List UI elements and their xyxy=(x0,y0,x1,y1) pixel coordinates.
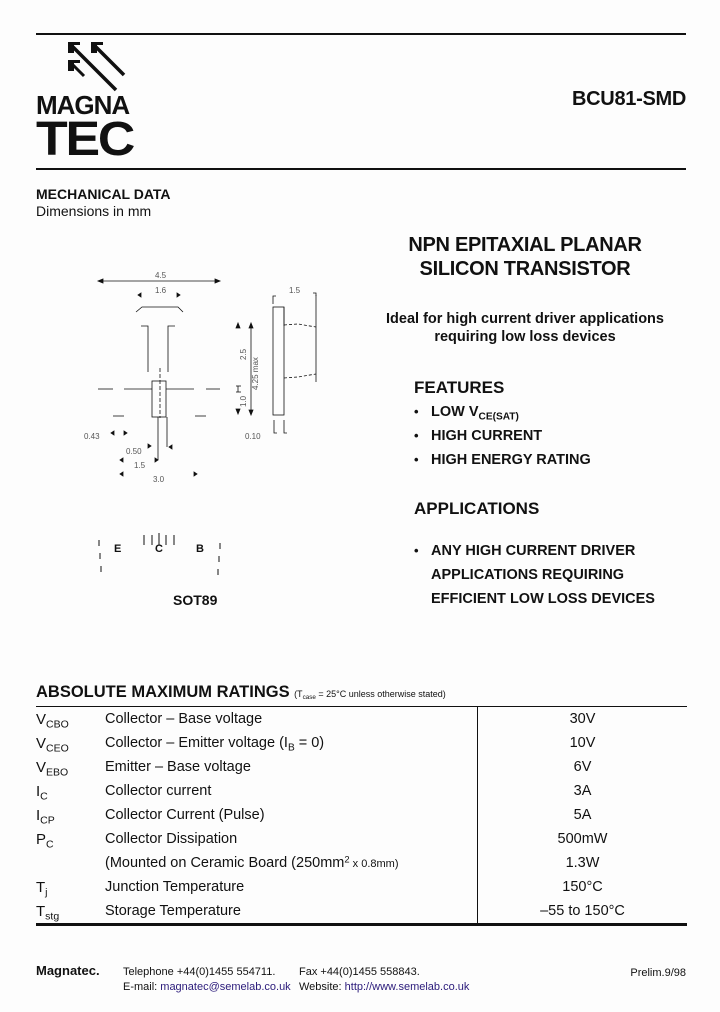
feature-item: LOW VCE(SAT) xyxy=(414,400,591,424)
svg-text:1.0: 1.0 xyxy=(239,395,248,407)
ratings-condition: (Tcase = 25°C unless otherwise stated) xyxy=(294,689,446,702)
magnatec-logo: MAGNA TEC xyxy=(36,40,156,166)
svg-text:0.43: 0.43 xyxy=(84,432,100,441)
package-dimension-drawing: 4.5 1.6 1.5 0.43 0.50 1.5 3.0 0.10 2.5 4… xyxy=(84,271,317,484)
application-line: EFFICIENT LOW LOSS DEVICES xyxy=(431,591,655,607)
logo-tec-text: TEC xyxy=(36,113,135,166)
website-link[interactable]: http://www.semelab.co.uk xyxy=(344,981,470,993)
svg-text:1.6: 1.6 xyxy=(155,286,167,295)
product-description-line2: requiring low loss devices xyxy=(434,329,616,345)
logo-arrows-icon xyxy=(68,42,126,92)
mechanical-heading: MECHANICAL DATA xyxy=(36,186,171,202)
email-link[interactable]: magnatec@semelab.co.uk xyxy=(160,981,291,993)
pinout-drawing xyxy=(98,533,221,575)
footer-telephone: Telephone +44(0)1455 554711. xyxy=(123,966,276,978)
svg-text:2.5: 2.5 xyxy=(239,348,248,360)
svg-text:0.10: 0.10 xyxy=(245,432,261,441)
pin-label-emitter: E xyxy=(114,543,122,555)
part-number: BCU81-SMD xyxy=(572,88,686,110)
applications-heading: APPLICATIONS xyxy=(414,499,540,518)
application-line: ANY HIGH CURRENT DRIVER xyxy=(414,539,655,563)
features-heading: FEATURES xyxy=(414,378,505,397)
header-bottom-rule xyxy=(36,168,686,170)
package-name: SOT89 xyxy=(173,592,218,608)
pin-label-collector: C xyxy=(155,543,163,555)
features-list: LOW VCE(SAT) HIGH CURRENT HIGH ENERGY RA… xyxy=(414,400,591,472)
footer-website: Website: http://www.semelab.co.uk xyxy=(299,981,470,993)
feature-item: HIGH ENERGY RATING xyxy=(414,448,591,472)
footer-revision: Prelim.9/98 xyxy=(630,967,686,979)
product-description: Ideal for high current driver applicatio… xyxy=(360,310,690,346)
mechanical-subheading: Dimensions in mm xyxy=(36,203,152,219)
product-title: NPN EPITAXIAL PLANAR SILICON TRANSISTOR xyxy=(370,233,680,281)
pin-label-base: B xyxy=(196,543,204,555)
footer-fax: Fax +44(0)1455 558843. xyxy=(299,966,420,978)
dim-overall-width: 4.5 xyxy=(155,271,167,280)
product-description-line1: Ideal for high current driver applicatio… xyxy=(386,311,664,327)
table-row: (Mounted on Ceramic Board (250mm2 x 0.8m… xyxy=(36,851,687,875)
ratings-heading: ABSOLUTE MAXIMUM RATINGS xyxy=(36,683,290,701)
header-top-rule xyxy=(36,33,686,35)
svg-text:4.25 max: 4.25 max xyxy=(251,357,260,390)
logo-magna-text: MAGNA xyxy=(36,90,130,120)
svg-text:1.5: 1.5 xyxy=(134,461,146,470)
product-title-line1: NPN EPITAXIAL PLANAR xyxy=(408,234,642,256)
application-line: APPLICATIONS REQUIRING xyxy=(431,567,625,583)
svg-text:0.50: 0.50 xyxy=(126,447,142,456)
feature-item: HIGH CURRENT xyxy=(414,424,591,448)
applications-list: ANY HIGH CURRENT DRIVER APPLICATIONS REQ… xyxy=(414,539,655,611)
product-title-line2: SILICON TRANSISTOR xyxy=(419,258,631,280)
footer-company: Magnatec. xyxy=(36,963,100,978)
svg-text:3.0: 3.0 xyxy=(153,475,165,484)
svg-text:1.5: 1.5 xyxy=(289,286,301,295)
footer-email: E-mail: magnatec@semelab.co.uk xyxy=(123,981,291,993)
ratings-heading-row: ABSOLUTE MAXIMUM RATINGS (Tcase = 25°C u… xyxy=(36,683,446,702)
